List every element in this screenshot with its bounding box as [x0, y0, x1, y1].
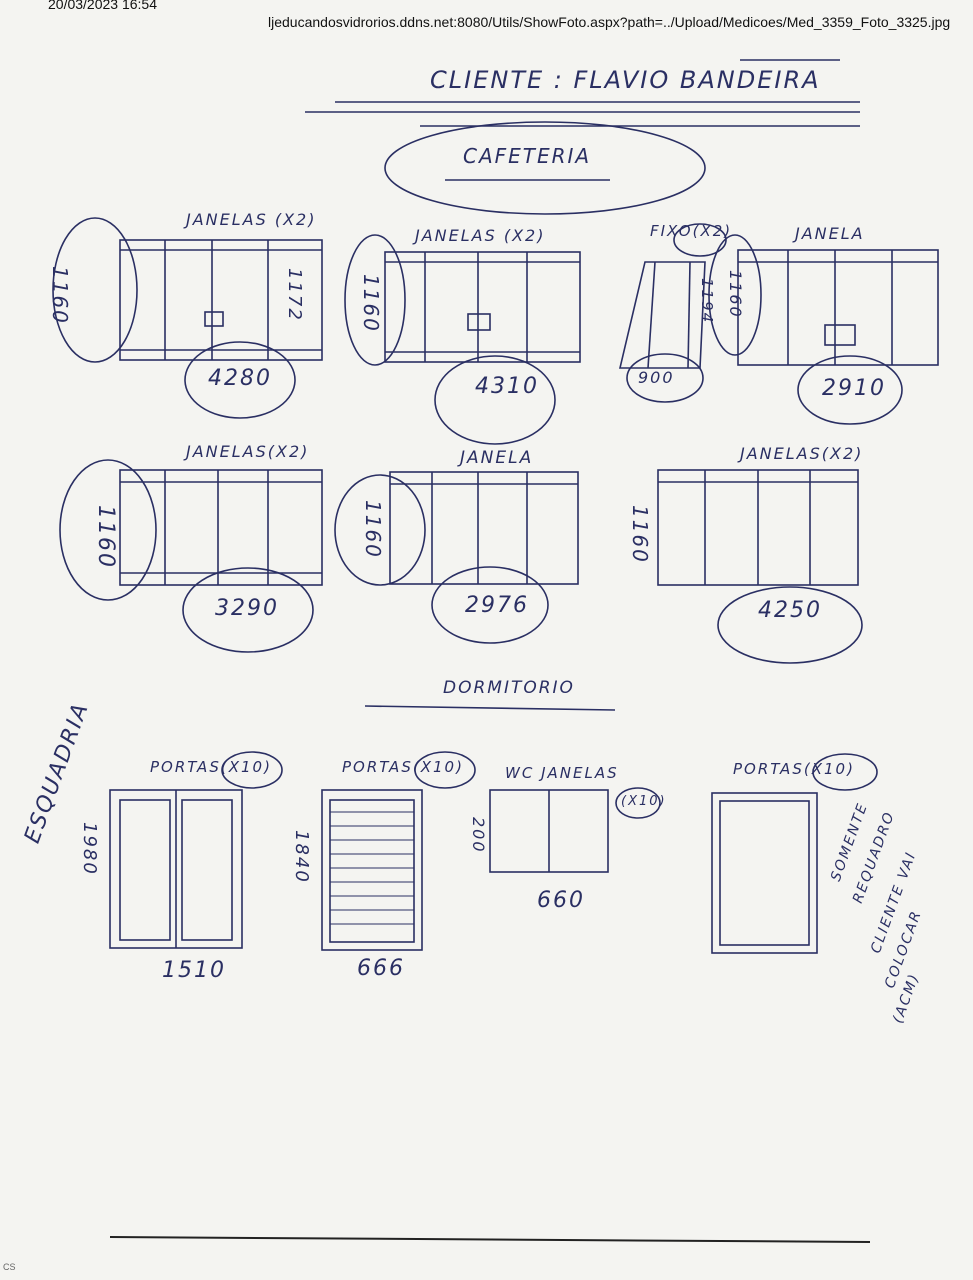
height-r3-p1: 1980	[79, 822, 100, 876]
camscanner-mark: CS	[3, 1262, 16, 1272]
width-r1-w4: 2910	[822, 376, 886, 401]
height-r2-w1: 1160	[93, 505, 118, 569]
width-r3-p1: 1510	[162, 958, 226, 983]
circle-height-1	[52, 217, 138, 363]
height-r3-wc: 200	[469, 817, 488, 854]
width-r1-w2: 4310	[475, 374, 539, 399]
height-r1-w2: 1160	[359, 274, 383, 333]
width-r2-w2: 2976	[465, 593, 529, 618]
image-url: ljeducandosvidrorios.ddns.net:8080/Utils…	[268, 14, 951, 30]
height-r2-w2: 1160	[361, 500, 385, 559]
label-r1-w1: JANELAS (X2)	[186, 210, 317, 229]
label-r2-w2: JANELA	[460, 448, 534, 468]
qty-r3-wc: (X10)	[621, 794, 667, 809]
height-r3-p2: 1840	[291, 830, 312, 884]
section-dormitorio: DORMITORIO	[443, 678, 575, 698]
width-r2-w3: 4250	[758, 598, 822, 623]
height-r1-w1: 1160	[48, 266, 72, 325]
label-r3-p4: PORTAS(X10)	[733, 760, 855, 778]
section-cafeteria: CAFETERIA	[463, 144, 592, 168]
label-r3-p2: PORTAS(X10)	[342, 758, 464, 776]
height2-r1-w1: 1172	[284, 268, 305, 322]
label-r1-w2: JANELAS (X2)	[415, 226, 546, 245]
width-r1-w1: 4280	[208, 366, 272, 391]
width-r1-w3: 900	[638, 368, 675, 387]
screenshot-header: 20/03/2023 16:54 ljeducandosvidrorios.dd…	[0, 0, 973, 34]
label-r3-p1: PORTAS(X10)	[150, 758, 272, 776]
label-r2-w1: JANELAS(X2)	[186, 442, 310, 461]
height-r2-w3: 1160	[628, 505, 652, 564]
label-r2-w3: JANELAS(X2)	[740, 444, 864, 463]
label-r1-w3: FIXO(X2)	[650, 222, 733, 240]
client-title: CLIENTE : FLAVIO BANDEIRA	[430, 66, 821, 94]
width-r3-wc: 660	[537, 888, 585, 913]
capture-date: 20/03/2023 16:54	[48, 0, 157, 12]
label-r3-wc: WC JANELAS	[505, 764, 619, 782]
label-r1-w4: JANELA	[795, 224, 865, 243]
width-r3-p2: 666	[357, 956, 405, 981]
height-r1-w3: 1194	[698, 278, 716, 325]
height-r1-w4: 1160	[726, 270, 745, 319]
width-r2-w1: 3290	[215, 596, 279, 621]
